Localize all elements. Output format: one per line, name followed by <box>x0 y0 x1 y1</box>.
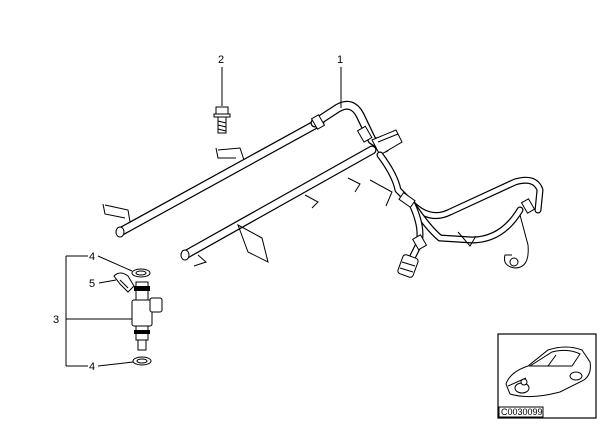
callout-1: 1 <box>337 54 343 66</box>
fuel-rail-rear <box>102 117 325 238</box>
callout-2: 2 <box>218 54 224 66</box>
fuel-rail-front <box>180 145 393 267</box>
bolt-part-2 <box>213 106 231 134</box>
car-silhouette-icon <box>505 346 591 398</box>
injector-part-3 <box>131 268 163 366</box>
callout-3: 3 <box>53 314 59 326</box>
leader-lines <box>65 67 342 367</box>
callout-4-upper: 4 <box>89 251 95 263</box>
callout-4-lower: 4 <box>89 361 95 373</box>
vehicle-thumbnail: C0030099 <box>497 333 597 419</box>
callout-5: 5 <box>89 278 95 290</box>
return-hose <box>376 151 544 278</box>
feed-hose-upper <box>310 100 403 156</box>
thumbnail-code: C0030099 <box>501 407 543 417</box>
clip-part-5 <box>113 272 135 293</box>
